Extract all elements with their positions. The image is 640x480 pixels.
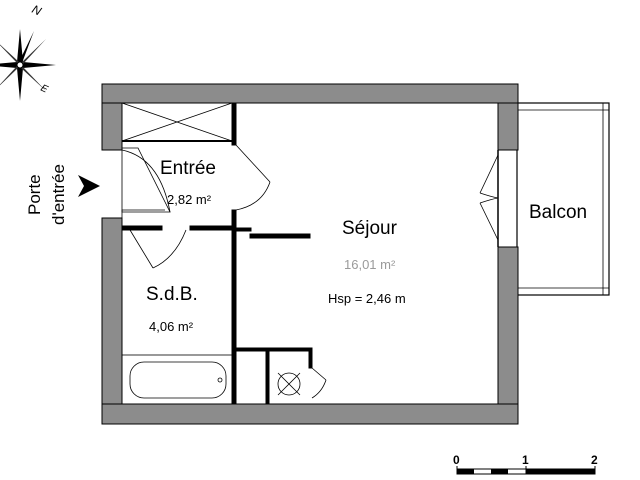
entrance-label-line1: Porte xyxy=(25,174,44,215)
room-area-sejour: 16,01 m² xyxy=(344,257,396,272)
compass-east-label: E xyxy=(39,83,50,96)
bathroom-door xyxy=(129,229,187,269)
water-heater xyxy=(277,367,327,399)
compass-rose-icon xyxy=(0,29,56,101)
balcony-door xyxy=(479,150,499,247)
room-name-sdb: S.d.B. xyxy=(146,284,198,305)
balcony xyxy=(516,102,610,296)
scale-tick-2: 2 xyxy=(591,453,598,467)
room-name-balcon: Balcon xyxy=(529,202,587,223)
room-height-sejour: Hsp = 2,46 m xyxy=(328,291,406,306)
entrance-label-line2: d'entrée xyxy=(49,164,68,225)
interior-walls xyxy=(121,102,313,405)
room-name-entree: Entrée xyxy=(160,158,216,179)
room-area-sdb: 4,06 m² xyxy=(149,319,194,334)
entree-sejour-door xyxy=(235,144,271,211)
bathtub xyxy=(121,354,233,405)
compass-north-label: N xyxy=(30,2,44,18)
scale-bar xyxy=(456,466,596,475)
room-area-entree: 2,82 m² xyxy=(167,192,212,207)
room-name-sejour: Séjour xyxy=(342,218,398,239)
entree-cupboard xyxy=(121,102,233,142)
scale-tick-0: 0 xyxy=(453,453,460,467)
exterior-walls xyxy=(101,83,519,425)
entrance-arrow-icon xyxy=(78,175,100,197)
entrance-door xyxy=(121,147,171,218)
scale-tick-1: 1 xyxy=(522,453,529,467)
